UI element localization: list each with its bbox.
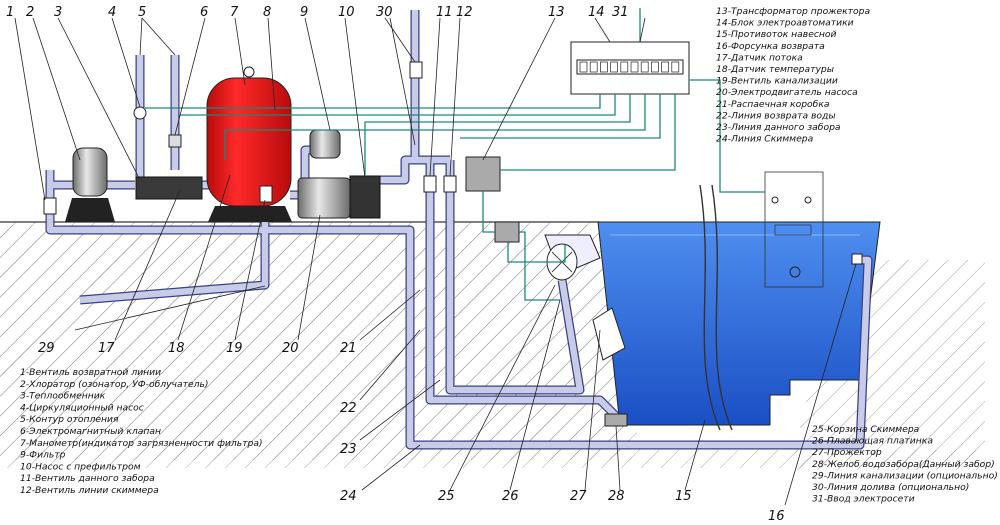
control-panel-cell (579, 61, 588, 73)
label-n8: 8 (263, 5, 271, 20)
legend-item: 20-Электродвигатель насоса (716, 87, 858, 98)
label-n22: 22 (340, 401, 357, 416)
label-n1: 1 (6, 5, 14, 20)
label-n21: 21 (340, 341, 357, 356)
sand-filter (206, 66, 292, 222)
pool-bowl (597, 221, 881, 426)
solenoid-valve (168, 134, 182, 148)
legend-item: 19-Вентиль канализации (716, 76, 838, 87)
control-panel-cell (640, 61, 649, 73)
label-n17: 17 (98, 341, 115, 356)
legend-item: 26-Плавающая платинка (812, 436, 933, 447)
legend-item: 17-Датчик потока (716, 52, 803, 63)
legend-item: 31-Ввод электросети (812, 494, 915, 505)
label-n28: 28 (608, 489, 625, 504)
intake-drain (604, 413, 628, 427)
legend-item: 2-Хлоратор (озонатор, УФ-облучатель) (20, 379, 208, 390)
legend-item: 7-Манометр(индикатор загрязненности филь… (20, 438, 263, 449)
legend-item: 29-Линия канализации (опционально) (812, 470, 998, 481)
control-panel-cell (610, 61, 618, 73)
label-n7: 7 (230, 5, 239, 20)
legend-item: 25-Корзина Скиммера (812, 424, 920, 435)
label-n13: 13 (548, 5, 565, 20)
label-n4: 4 (108, 5, 116, 20)
chlorinator (135, 176, 203, 200)
counter-current-unit (699, 171, 824, 431)
label-n16: 16 (768, 509, 785, 524)
label-n30: 30 (376, 5, 393, 20)
circulation-pump (133, 106, 147, 120)
label-n24: 24 (340, 489, 357, 504)
legend-item: 9-Фильтр (20, 450, 66, 461)
control-panel-cell (661, 61, 669, 73)
skimmer (544, 234, 601, 281)
control-panel-cell (600, 61, 608, 73)
legend-item: 12-Вентиль линии скиммера (20, 485, 159, 496)
control-panel-cell (630, 61, 639, 73)
legend-item: 4-Циркуляционный насос (20, 402, 144, 413)
legend-item: 21-Распаечная коробка (716, 99, 830, 110)
legend-item: 11-Вентиль данного забора (20, 473, 155, 484)
label-n11: 11 (436, 5, 453, 20)
label-n29: 29 (38, 341, 55, 356)
label-n10: 10 (338, 5, 355, 20)
label-n25: 25 (438, 489, 455, 504)
label-n31: 31 (612, 5, 629, 20)
transformer (465, 156, 501, 192)
legend-item: 3-Теплообменник (20, 391, 106, 402)
legend-item: 15-Противоток навесной (716, 29, 837, 40)
legend-item: 27-Прожектор (812, 447, 882, 458)
legend-item: 5-Контур отопления (20, 414, 119, 425)
legend-item: 28-Желоб водозабора(Данный забор) (812, 459, 995, 470)
legend-item: 16-Форсунка возврата (716, 41, 825, 52)
legend-item: 18-Датчик температуры (716, 64, 834, 75)
label-n23: 23 (340, 442, 357, 457)
control-panel (570, 41, 690, 95)
label-n20: 20 (282, 341, 299, 356)
control-panel-cell (620, 61, 629, 73)
label-n2: 2 (26, 5, 34, 20)
junction-box (494, 221, 520, 243)
label-n18: 18 (168, 341, 185, 356)
label-n5: 5 (138, 5, 146, 20)
spotlight (592, 307, 626, 361)
control-panel-cell (589, 61, 598, 73)
label-n6: 6 (200, 5, 208, 20)
control-panel-cell (651, 61, 659, 73)
legend-item: 1-Вентиль возвратной линии (20, 367, 161, 378)
legend-item: 24-Линия Скиммера (716, 134, 814, 145)
legend-item: 6-Электромагнитный клапан (20, 426, 161, 437)
heat-exchanger (65, 147, 115, 222)
legend-item: 13-Трансформатор прожектора (716, 6, 870, 17)
legend-item: 23-Линия данного забора (716, 122, 841, 133)
label-n12: 12 (456, 5, 473, 20)
label-n9: 9 (300, 5, 308, 20)
label-n3: 3 (54, 5, 62, 20)
label-n27: 27 (570, 489, 587, 504)
pump-with-prefilter (297, 129, 381, 219)
electrical-wires (145, 8, 765, 301)
return-nozzle (851, 253, 863, 265)
legend-item: 30-Линия долива (опционально) (812, 482, 969, 493)
legend-item: 14-Блок электроавтоматики (716, 18, 854, 29)
label-n19: 19 (226, 341, 243, 356)
legend-item: 22-Линия возврата воды (716, 110, 836, 121)
label-n26: 26 (502, 489, 519, 504)
label-n14: 14 (588, 5, 605, 20)
leader-lines (14, 17, 857, 506)
control-panel-cell (671, 61, 680, 73)
legend-item: 10-Насос с префильтром (20, 461, 141, 472)
label-n15: 15 (675, 489, 692, 504)
